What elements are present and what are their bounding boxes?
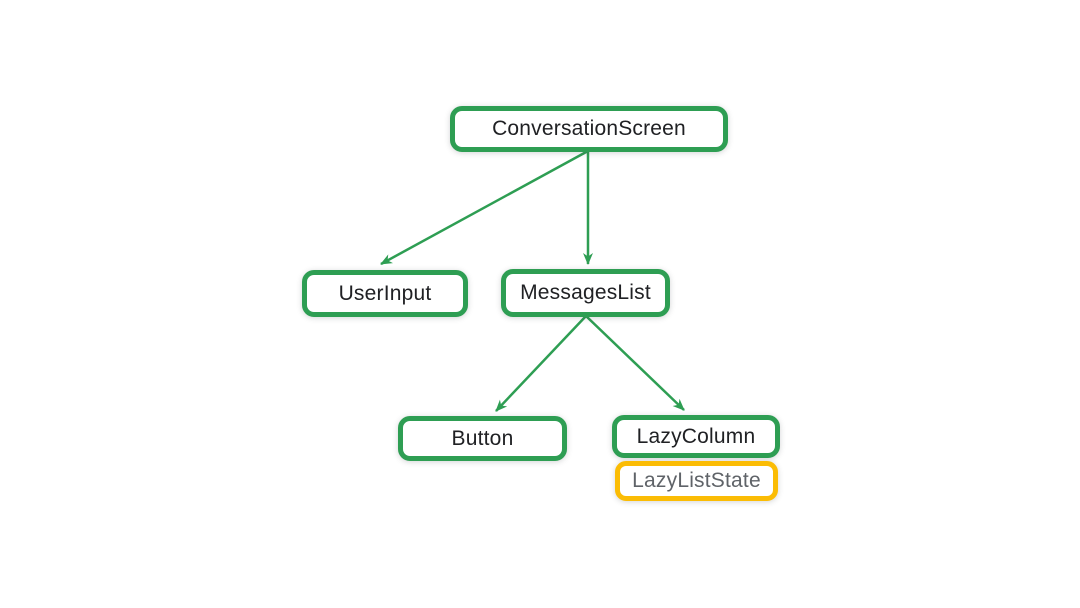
edge-messageslist-lazycolumn	[585, 315, 685, 411]
edge-conversationscreen-userinput	[380, 149, 589, 266]
node-lazycolumn-label: LazyColumn	[636, 424, 756, 448]
node-lazycolumn: LazyColumn	[612, 415, 780, 458]
node-conversationscreen-label: ConversationScreen	[492, 117, 686, 140]
node-userinput-label: UserInput	[338, 281, 432, 305]
node-button: Button	[398, 416, 567, 461]
node-lazyliststate: LazyListState	[615, 461, 778, 501]
edge-messageslist-button	[495, 315, 587, 412]
node-userinput: UserInput	[302, 270, 468, 317]
node-conversationscreen: ConversationScreen	[450, 106, 728, 152]
node-messageslist: MessagesList	[501, 269, 670, 317]
node-lazyliststate-label: LazyListState	[632, 469, 761, 492]
node-messageslist-label: MessagesList	[520, 281, 651, 304]
node-button-label: Button	[451, 426, 514, 450]
